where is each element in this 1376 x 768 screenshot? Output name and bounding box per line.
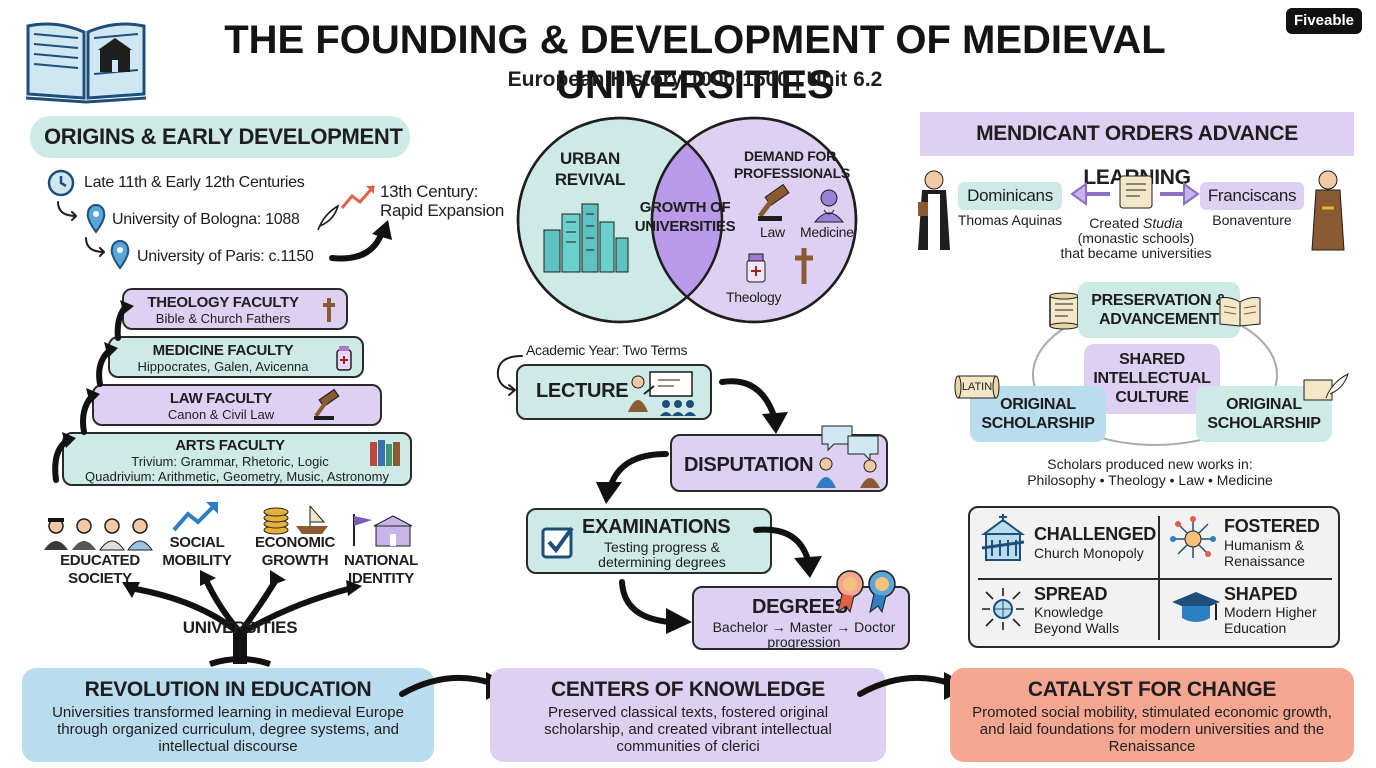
latin-scroll bbox=[954, 372, 1000, 407]
quill-icon bbox=[314, 204, 340, 237]
step-lecture: LECTURE bbox=[516, 364, 712, 420]
double-arrow-scroll-icon bbox=[1070, 172, 1200, 219]
medicine-jar-icon bbox=[744, 252, 768, 289]
debate-icon bbox=[812, 420, 888, 495]
venn-left-label: URBAN REVIVAL bbox=[554, 149, 626, 189]
growth-chart-icon bbox=[340, 182, 376, 217]
cycle-note-arrow bbox=[494, 350, 524, 401]
gavel-icon bbox=[312, 388, 342, 425]
faculty-medicine: MEDICINE FACULTY Hippocrates, Galen, Avi… bbox=[108, 336, 364, 378]
expansion-label: 13th Century: Rapid Expansion bbox=[380, 182, 505, 220]
brand-logo: Fiveable bbox=[1286, 8, 1362, 34]
impact-challenged-desc: Church Monopoly bbox=[1034, 545, 1144, 561]
impact-spread-title: SPREAD bbox=[1034, 584, 1108, 604]
people-icon bbox=[44, 516, 156, 557]
dominicans-person: Thomas Aquinas bbox=[957, 212, 1063, 228]
works-intro: Scholars produced new works in: bbox=[1047, 456, 1253, 472]
step-degrees: DEGREES Bachelor → Master → Doctor progr… bbox=[692, 586, 910, 650]
page-subtitle: European History 1000-1500 | Unit 6.2 bbox=[507, 68, 883, 91]
origins-heading: ORIGINS & EARLY DEVELOPMENT bbox=[30, 116, 410, 158]
impact-shaped-title: SHAPED bbox=[1224, 584, 1298, 604]
impact-grid bbox=[968, 506, 1340, 648]
network-lightbulb-icon bbox=[1168, 514, 1218, 569]
faculty-law: LAW FACULTY Canon & Civil Law bbox=[92, 384, 382, 426]
timeline-item-3: University of Paris: c.1150 bbox=[137, 248, 314, 265]
step-examinations: EXAMINATIONS Testing progress & determin… bbox=[526, 508, 772, 574]
stairs-arrows bbox=[40, 300, 140, 495]
venn-profession-medicine: Medicine bbox=[800, 224, 854, 240]
dominicans-label: Dominicans bbox=[958, 182, 1062, 210]
books-icon bbox=[368, 438, 402, 473]
open-book-icon bbox=[1218, 294, 1262, 333]
latin-label: LATIN bbox=[961, 381, 993, 393]
cycle-arrow-3 bbox=[752, 520, 832, 587]
dominican-friar-icon bbox=[914, 168, 954, 257]
trend-up-icon bbox=[172, 500, 222, 539]
page-title: THE FOUNDING & DEVELOPMENT OF MEDIEVAL U… bbox=[224, 18, 1166, 107]
franciscan-friar-icon bbox=[1308, 168, 1348, 257]
quill-paper-icon bbox=[1302, 372, 1352, 407]
original-scholarship-right: ORIGINAL SCHOLARSHIP bbox=[1196, 386, 1332, 442]
location-pin-icon bbox=[108, 240, 132, 275]
graduation-cap-icon bbox=[1170, 590, 1222, 631]
checkbox-icon bbox=[540, 524, 576, 565]
timeline-item-2: University of Bologna: 1088 bbox=[112, 211, 300, 228]
cross-icon bbox=[792, 246, 816, 291]
venn-profession-law: Law bbox=[760, 224, 785, 240]
franciscans-person: Bonaventure bbox=[1212, 212, 1292, 228]
curve-arrow-icon bbox=[82, 236, 112, 265]
summary-catalyst: CATALYST FOR CHANGE Promoted social mobi… bbox=[950, 668, 1354, 762]
cycle-arrow-1 bbox=[716, 372, 796, 443]
faculty-arts: ARTS FACULTY Trivium: Grammar, Rhetoric,… bbox=[62, 432, 412, 486]
doctor-icon bbox=[812, 188, 846, 227]
curve-arrow-icon bbox=[54, 200, 84, 229]
summary-centers: CENTERS OF KNOWLEDGE Preserved classical… bbox=[490, 668, 886, 762]
impact-challenged-title: CHALLENGED bbox=[1034, 524, 1156, 544]
impact-shaped-desc: Modern Higher Education bbox=[1224, 604, 1317, 636]
outcome-educated-society: EDUCATED SOCIETY bbox=[60, 552, 140, 587]
coins-ship-icon bbox=[262, 502, 332, 541]
globe-arrows-icon bbox=[980, 586, 1026, 637]
impact-fostered-desc: Humanism & Renaissance bbox=[1224, 537, 1305, 569]
step-disputation: DISPUTATION bbox=[670, 425, 888, 492]
location-pin-icon bbox=[84, 204, 108, 239]
cycle-arrow-4 bbox=[614, 578, 704, 643]
works-list: Philosophy • Theology • Law • Medicine bbox=[1027, 472, 1273, 488]
mendicant-heading: MENDICANT ORDERS ADVANCE LEARNING bbox=[920, 112, 1354, 189]
clock-icon bbox=[46, 168, 76, 203]
impact-fostered-title: FOSTERED bbox=[1224, 516, 1320, 536]
lecturer-icon bbox=[624, 370, 704, 423]
church-icon bbox=[980, 514, 1026, 569]
venn-center-label: GROWTH OF UNIVERSITIES bbox=[634, 199, 736, 235]
faculty-theology: THEOLOGY FACULTY Bible & Church Fathers bbox=[122, 288, 348, 330]
franciscans-label: Franciscans bbox=[1200, 182, 1304, 210]
cross-icon bbox=[320, 296, 338, 329]
tree-label: UNIVERSITIES bbox=[182, 618, 298, 637]
cycle-note: Academic Year: Two Terms bbox=[526, 342, 688, 358]
flag-building-icon bbox=[350, 512, 413, 553]
cycle-arrow-2 bbox=[590, 448, 670, 513]
venn-right-label: DEMAND FOR PROFESSIONALS bbox=[734, 148, 850, 181]
scroll-icon bbox=[1044, 290, 1084, 335]
impact-spread-desc: Knowledge Beyond Walls bbox=[1034, 604, 1120, 636]
timeline-curve-arrow bbox=[326, 218, 396, 273]
book-school-icon bbox=[22, 14, 150, 104]
universities-tree bbox=[100, 560, 380, 675]
medicine-jar-icon bbox=[334, 344, 354, 377]
studia-note: Created Studia (monastic schools) that b… bbox=[1060, 215, 1212, 261]
outcome-national-identity: NATIONAL IDENTITY bbox=[344, 552, 418, 587]
medal-ribbons-icon bbox=[832, 568, 902, 619]
summary-revolution: REVOLUTION IN EDUCATION Universities tra… bbox=[22, 668, 434, 762]
venn-profession-theology: Theology bbox=[726, 289, 782, 305]
outcome-social-mobility: SOCIAL MOBILITY bbox=[162, 534, 232, 569]
city-buildings-icon bbox=[540, 200, 630, 279]
gavel-icon bbox=[756, 183, 792, 227]
outcome-economic-growth: ECONOMIC GROWTH bbox=[254, 534, 336, 569]
timeline-item-1: Late 11th & Early 12th Centuries bbox=[84, 174, 305, 191]
preservation-box: PRESERVATION & ADVANCEMENT bbox=[1078, 282, 1240, 338]
